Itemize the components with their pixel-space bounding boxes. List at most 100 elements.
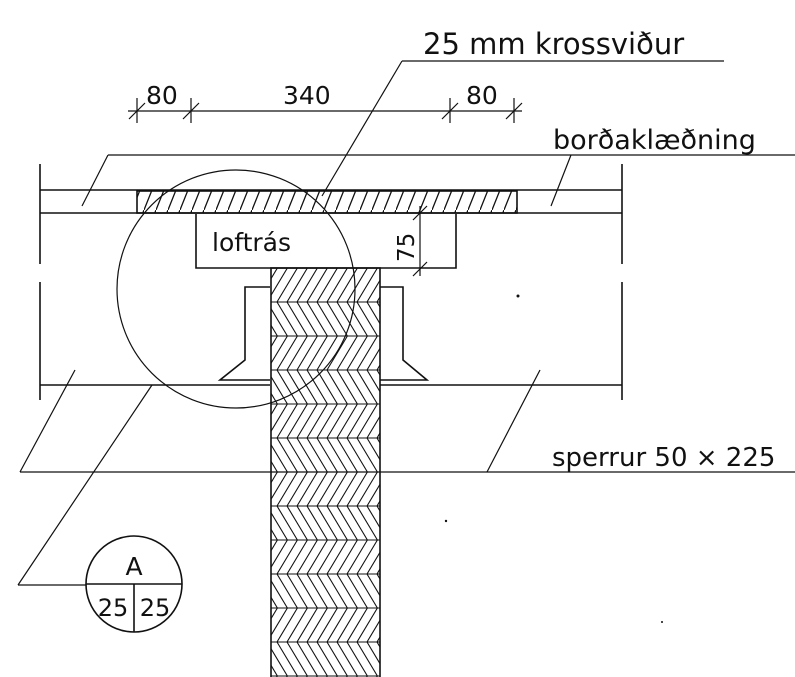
beam-hatch-line [397,472,417,506]
beam-hatch-line [306,335,328,371]
beam-hatch-line [316,607,338,643]
beam-hatch-line [306,437,328,473]
beam-hatch-line [286,301,308,337]
beam-hatch-line [286,505,308,541]
beam-hatch-line [387,404,407,438]
beam-hatch-line [407,472,427,506]
beam-hatch-line [271,307,288,337]
rafter-outline-right [380,286,430,381]
beam-hatch-line [326,268,348,303]
beam-hatch-line [346,268,368,303]
beam-hatch-line [407,608,427,642]
beam-hatch-line [356,369,378,405]
beam-hatch-line [247,302,267,336]
marker-right-number: 25 [140,594,171,622]
beam-hatch-line [271,335,288,365]
beam-hatch-line [356,471,378,507]
beam-hatch-line [366,505,380,529]
beam-hatch-line [276,539,298,575]
beam-hatch-line [271,268,288,297]
beam-hatch-line [247,336,267,370]
beam-hatch-line [336,641,358,677]
beam-hatch-line [336,539,358,575]
rafters-leader-left [19,369,76,473]
beam-hatch-line [237,642,257,676]
beam-hatch-line [336,505,358,541]
beam-hatch-line [286,437,308,473]
beam-hatch-line [306,369,328,405]
beam-hatch-line [296,471,318,507]
beam-hatch-line [271,596,278,609]
scan-speck [516,294,520,298]
beam-hatch-line [346,369,368,405]
beam-hatch-line [407,574,427,608]
beam-hatch-line [247,268,267,302]
beam-hatch-line [296,301,318,337]
beam-hatch-line [271,392,278,405]
beam-hatch-line [366,437,380,461]
beam-hatch-line [271,460,278,473]
beam-hatch-line [237,540,257,574]
beam-hatch-line [271,528,278,541]
beam-hatch-line [336,301,358,337]
beam-hatch-line [306,539,328,575]
beam-hatch-line [346,505,368,541]
beam-hatch-line [276,471,298,507]
beam-hatch-line [407,302,427,336]
beam-hatch-line [366,301,380,325]
beam-hatch-line [336,437,358,473]
beam-hatch-line [387,642,407,676]
beam-hatch-line [271,268,278,280]
beam-hatch-line [366,573,380,597]
beam-hatch-line [306,471,328,507]
rafter-outline-left [217,286,270,381]
rafters-label-group: sperrur 50 × 225 [19,369,795,473]
beam-hatch-line [366,483,380,507]
marker-left-number: 25 [98,594,129,622]
beam-hatch-line [237,268,257,302]
beam-hatch-line [407,642,427,676]
beam-hatch-line [237,302,257,336]
beam-hatch-line [326,641,348,677]
beam-hatch-line [237,574,257,608]
beam-hatch-line [296,437,318,473]
marker-letter: A [125,552,142,581]
beam-hatch-line [316,301,338,337]
beam-hatch-line [276,573,298,609]
beam-hatch-line [366,641,380,665]
beam-hatch-line [247,472,267,506]
beam-hatch-line [271,579,288,609]
ceiling-lines [39,282,623,400]
beam-hatch-line [306,573,328,609]
beam-hatch-line [326,471,348,507]
beam-hatch-line [296,641,318,677]
beam-hatch-line [387,574,407,608]
beam-hatch-line [397,268,417,302]
beam-hatch-line [296,369,318,405]
plywood-label-group: 25 mm krossviður [321,27,724,197]
beam-hatch-line [356,301,378,337]
beam-hatch-line [247,370,267,404]
beam-hatch-line [407,268,427,302]
beam-hatch-line [346,301,368,337]
beam-hatch-line [336,335,358,371]
scan-speck [444,519,448,523]
beam-hatch-line [271,443,288,473]
beam-hatch-line [271,539,278,552]
beam-hatch-line [296,268,318,303]
beam-hatch-line [276,369,298,405]
beam-hatch-line [271,607,278,620]
beam-hatch-line [247,404,267,438]
beam-hatch-line [346,437,368,473]
beam-hatch-line [346,641,368,677]
beam-hatch-line [286,573,308,609]
beam-hatch-line [237,438,257,472]
beam-hatch-line [326,369,348,405]
beam-hatch-line [336,268,358,303]
beam-hatch-line [346,403,368,439]
beam-hatch-line [397,370,417,404]
beam-hatch-line [286,539,308,575]
beam-hatch-line [286,607,308,643]
beam-hatch-line [326,437,348,473]
beam-hatch-line [356,573,378,609]
